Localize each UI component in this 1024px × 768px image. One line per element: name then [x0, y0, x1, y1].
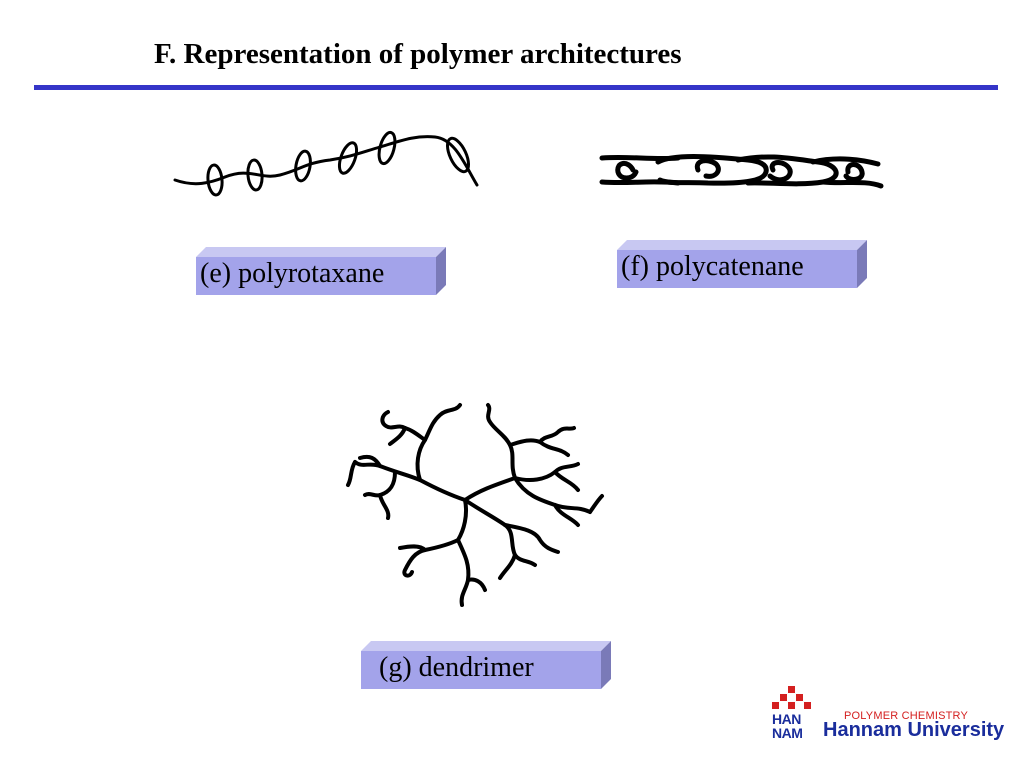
logo-subtitle: POLYMER CHEMISTRY — [844, 710, 969, 722]
dendrimer-label-box: (g) dendrimer — [361, 631, 611, 691]
polycatenane-label-box: (f) polycatenane — [617, 230, 867, 290]
hannam-logo-mark — [772, 686, 811, 709]
logo-han-text: HAN NAM — [772, 711, 803, 741]
logo-university-name: Hannam University — [823, 719, 1005, 741]
polyrotaxane-label: (e) polyrotaxane — [200, 258, 385, 289]
polycatenane-label: (f) polycatenane — [621, 251, 804, 282]
polyrotaxane-figure — [173, 130, 479, 197]
dendrimer-label: (g) dendrimer — [379, 652, 534, 683]
logo-han-line2: NAM — [772, 725, 803, 741]
title-divider — [34, 85, 998, 90]
dendrimer-figure — [346, 403, 604, 607]
slide-title: F. Representation of polymer architectur… — [154, 38, 682, 70]
polycatenane-figure — [599, 154, 884, 189]
logo-han-line1: HAN — [772, 711, 801, 727]
polyrotaxane-label-box: (e) polyrotaxane — [196, 237, 446, 297]
